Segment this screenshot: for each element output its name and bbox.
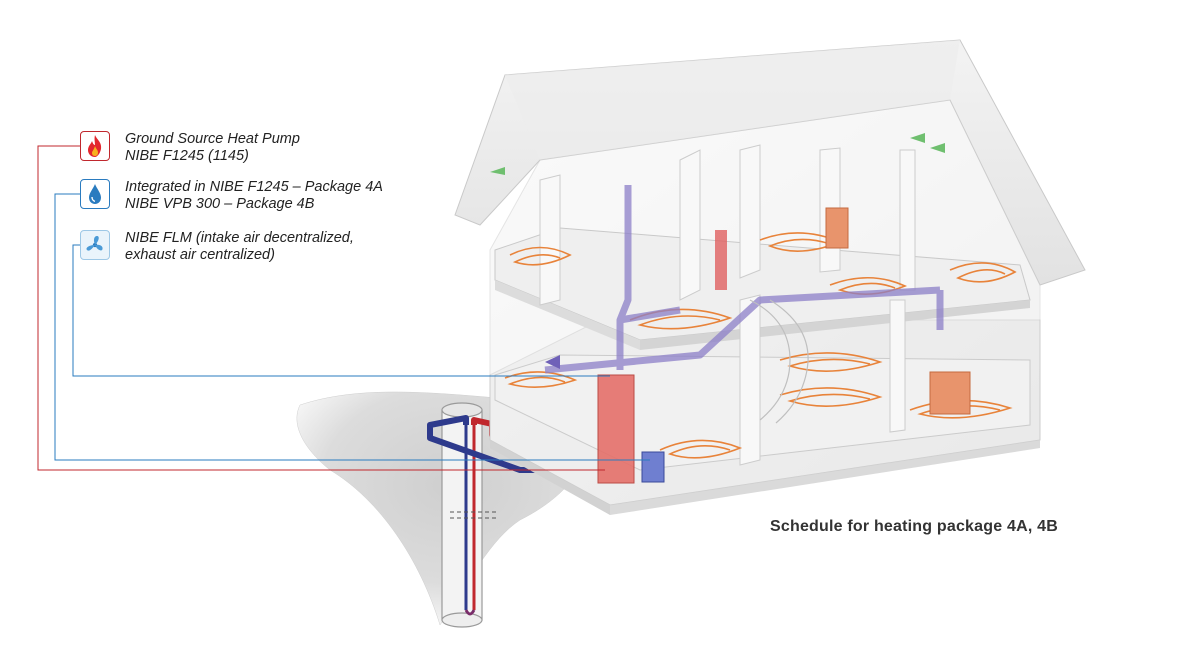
intake-arrow-left [490,167,505,175]
intake-arrow-roof [910,133,925,143]
legend-item-water: Integrated in NIBE F1245 – Package 4A NI… [80,179,383,213]
intake-arrow-right [930,143,945,153]
legend-line: Ground Source Heat Pump [125,131,300,147]
ventilation-ducts [544,185,944,374]
water-tank [641,451,665,483]
radiator-upper [825,207,849,249]
legend-item-ventilation: NIBE FLM (intake air decentralized, exha… [80,230,354,264]
staircase [749,299,809,424]
legend-line: Integrated in NIBE F1245 – Package 4A [125,179,383,195]
water-drop-icon [80,179,110,209]
legend-line: exhaust air centralized) [125,247,275,263]
interior-walls [539,144,916,466]
diagram-caption: Schedule for heating package 4A, 4B [770,518,1058,535]
legend-line: NIBE F1245 (1145) [125,148,249,164]
towel-radiator [715,230,727,290]
exhaust-arrow [545,355,560,369]
radiator-lower [929,371,971,415]
fan-icon [80,230,110,260]
legend-line: NIBE FLM (intake air decentralized, [125,230,354,246]
leader-line-ventilation [72,244,610,377]
legend-item-heat-pump: Ground Source Heat Pump NIBE F1245 (1145… [80,131,300,165]
leader-line-water [54,193,650,461]
heat-pump-unit [597,374,635,484]
flame-icon [80,131,110,161]
leader-line-heat-pump [37,145,605,471]
legend-line: NIBE VPB 300 – Package 4B [125,196,315,212]
